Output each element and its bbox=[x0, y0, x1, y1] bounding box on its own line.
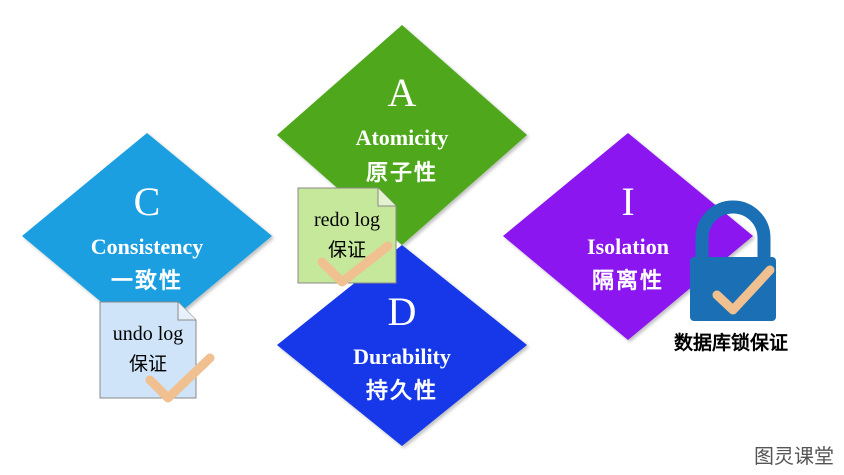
atomicity-cn: 原子性 bbox=[366, 161, 438, 186]
padlock-body bbox=[690, 257, 776, 321]
isolation-diamond: I Isolation 隔离性 bbox=[503, 133, 753, 340]
isolation-name: Isolation bbox=[587, 234, 669, 259]
undo-doc-fold bbox=[177, 302, 196, 321]
atomicity-letter: A bbox=[388, 70, 417, 115]
durability-diamond: D Durability 持久性 bbox=[277, 245, 527, 446]
undo-check-icon bbox=[145, 353, 215, 403]
consistency-name: Consistency bbox=[91, 234, 203, 259]
redo-doc-line2: 保证 bbox=[328, 239, 366, 261]
undo-doc-page bbox=[99, 301, 197, 399]
undo-doc-line1: undo log bbox=[113, 323, 184, 345]
isolation-letter: I bbox=[621, 179, 634, 224]
isolation-shape bbox=[503, 133, 753, 340]
durability-letter: D bbox=[388, 289, 417, 334]
redo-log-document: redo log 保证 bbox=[297, 187, 397, 287]
watermark: 图灵课堂 bbox=[754, 444, 834, 468]
lock-check-icon bbox=[712, 265, 775, 315]
consistency-cn: 一致性 bbox=[111, 268, 183, 294]
undo-doc-line2: 保证 bbox=[129, 353, 167, 375]
undo-log-document: undo log 保证 bbox=[99, 301, 215, 403]
consistency-shape bbox=[22, 133, 272, 340]
atomicity-name: Atomicity bbox=[356, 125, 449, 150]
durability-cn: 持久性 bbox=[366, 378, 438, 404]
padlock-shackle bbox=[695, 200, 771, 262]
lock-caption: 数据库锁保证 bbox=[674, 331, 788, 354]
consistency-letter: C bbox=[134, 179, 161, 224]
durability-shape bbox=[277, 245, 527, 446]
redo-check-icon bbox=[317, 241, 393, 287]
redo-doc-line1: redo log bbox=[314, 209, 380, 231]
padlock-icon bbox=[690, 200, 776, 321]
consistency-diamond: C Consistency 一致性 bbox=[22, 133, 272, 340]
durability-name: Durability bbox=[353, 344, 451, 369]
isolation-cn: 隔离性 bbox=[592, 268, 664, 294]
redo-doc-fold bbox=[377, 188, 396, 207]
